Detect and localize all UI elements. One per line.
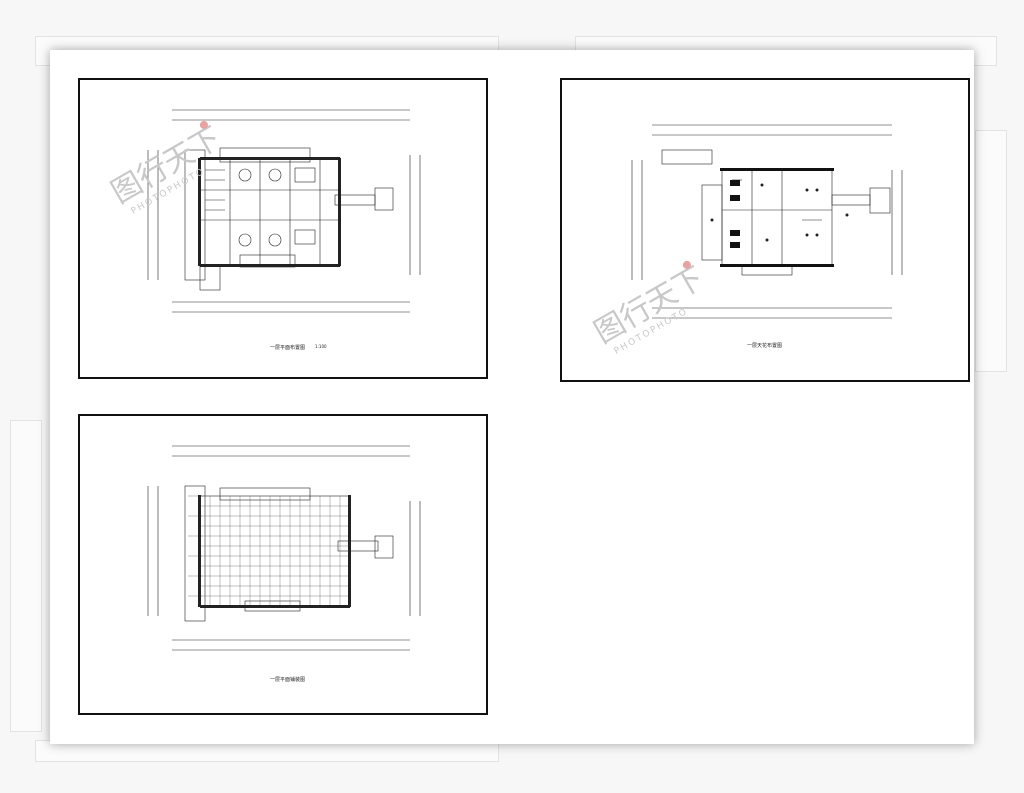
sheet-title: 一层平面铺装图	[270, 677, 306, 683]
floor-plan-drawing	[147, 109, 421, 313]
background-sheet	[975, 130, 1007, 372]
drawing-sheet-first-floor-paving[interactable]: 一层平面铺装图	[78, 414, 488, 715]
background-sheet	[10, 420, 42, 732]
drawing-canvas: 一层平面布置图 1:100	[50, 50, 974, 744]
drawing-sheet-first-floor-layout[interactable]: 一层平面布置图 1:100	[78, 78, 488, 379]
drawing-sheet-first-floor-ceiling[interactable]: 一层天花布置图	[560, 78, 970, 382]
sheet-title: 一层平面布置图	[270, 345, 306, 351]
paving-plan-drawing	[147, 445, 421, 651]
sheet-title: 一层天花布置图	[747, 343, 783, 349]
sheet-scale: 1:100	[315, 344, 327, 349]
ceiling-plan-drawing	[631, 124, 903, 319]
